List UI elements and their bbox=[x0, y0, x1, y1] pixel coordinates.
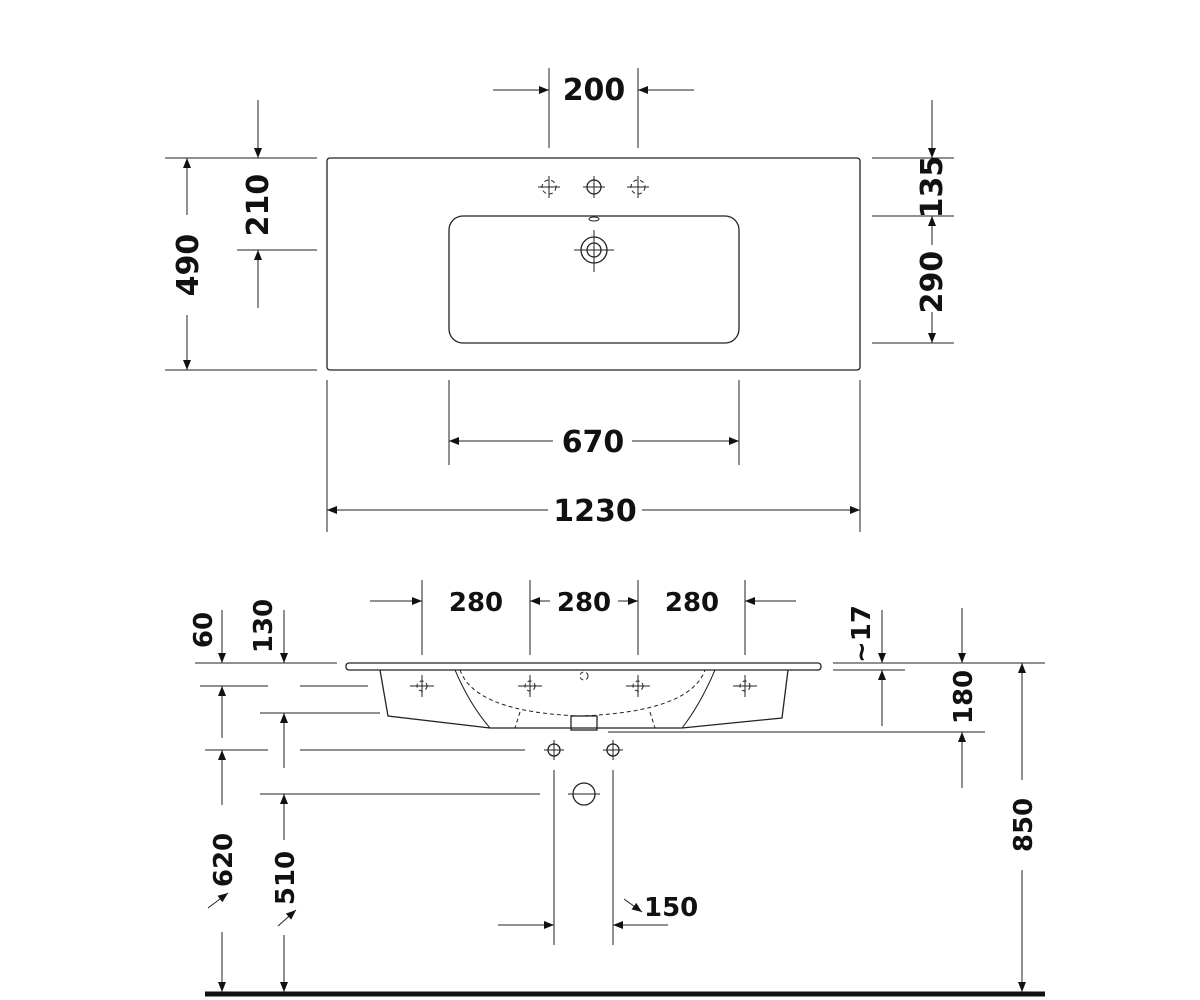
mount-point-4 bbox=[733, 675, 757, 697]
tap-hole-right bbox=[627, 176, 649, 198]
waste-hole bbox=[568, 782, 600, 806]
dim-bracket-offset: 130 bbox=[249, 599, 279, 653]
supply-hole-right bbox=[603, 740, 623, 760]
dim-mounting-spacing-3: 280 bbox=[665, 588, 719, 618]
dim-waste-height: 510 bbox=[271, 851, 301, 905]
mount-point-1 bbox=[410, 675, 434, 697]
basin-outline bbox=[326, 157, 861, 371]
dim-supply-height: 620 bbox=[209, 833, 239, 887]
dim-total-height: 850 bbox=[1009, 798, 1039, 852]
dim-bowl-depth: 290 bbox=[915, 251, 950, 314]
dim-mounting-spacing-2: 280 bbox=[557, 588, 611, 618]
bowl-outline bbox=[448, 215, 740, 344]
dim-tap-to-bowl: 135 bbox=[915, 156, 950, 219]
supply-hole-left bbox=[544, 740, 564, 760]
tap-hole-center bbox=[583, 176, 605, 198]
dim-overall-depth: 490 bbox=[171, 234, 206, 297]
tap-hole-left bbox=[538, 176, 560, 198]
dim-tap-hole-spacing: 200 bbox=[563, 73, 626, 108]
dim-supply-spacing: 150 bbox=[644, 893, 698, 923]
overflow-hole bbox=[588, 216, 600, 222]
dim-bowl-width: 670 bbox=[562, 425, 625, 460]
top-view: 200 490 210 135 290 670 1230 bbox=[165, 68, 954, 532]
mount-point-2 bbox=[518, 675, 542, 697]
dim-rim-height: ~17 bbox=[847, 605, 877, 663]
dim-mounting-spacing-1: 280 bbox=[449, 588, 503, 618]
drain-stub bbox=[570, 715, 598, 731]
basin-body bbox=[379, 669, 789, 729]
drain-hole bbox=[574, 230, 614, 272]
dim-rim-thickness: 60 bbox=[189, 612, 219, 648]
basin-rim bbox=[345, 662, 822, 671]
dim-tap-hole-offset: 210 bbox=[241, 174, 276, 237]
dim-overall-width: 1230 bbox=[553, 494, 637, 529]
dim-bowl-height: 180 bbox=[949, 670, 979, 724]
front-view: 280 280 280 60 130 620 510 bbox=[189, 580, 1045, 997]
mount-point-3 bbox=[626, 675, 650, 697]
